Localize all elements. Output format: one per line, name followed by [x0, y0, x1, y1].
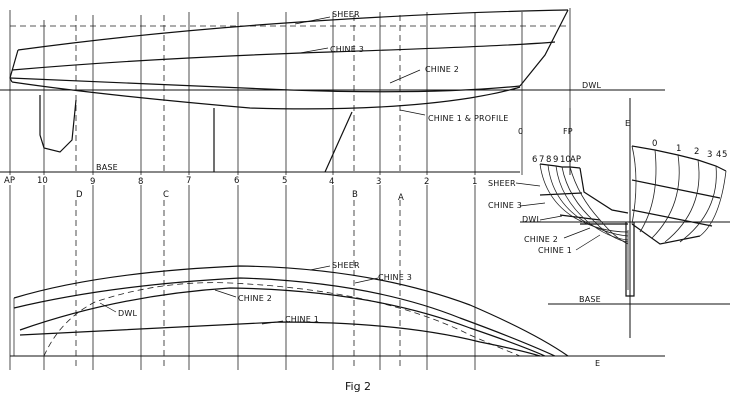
body-label-dwl: DWL: [522, 215, 541, 224]
body-aft-station: AP: [570, 155, 581, 165]
body-aft-station: 8: [546, 155, 551, 165]
plan-sheer-curve: [13, 265, 569, 357]
body-chine3-aft: [539, 192, 583, 196]
body-sheer-fwd: [631, 145, 727, 172]
body-label-chine3: CHINE 3: [488, 201, 522, 210]
forefoot-line: [324, 111, 353, 173]
body-label-chine2: CHINE 2: [524, 235, 558, 244]
body-fwd-station: 3: [707, 150, 712, 160]
plan-view: SHEER CHINE 3 CHINE 2 DWL CHINE 1 E: [9, 185, 665, 370]
sheer-curve: [17, 9, 569, 51]
label-zero: 0: [518, 127, 523, 136]
station-lines: [9, 8, 571, 175]
plan-chine3-curve: [13, 277, 556, 357]
body-aft-station: 7: [539, 155, 544, 165]
plan-label-chine2: CHINE 2: [238, 294, 272, 303]
body-chine3-fwd: [631, 179, 721, 199]
station-label: AP: [4, 176, 15, 186]
label-fp: FP: [563, 127, 573, 136]
label-chine1-profile: CHINE 1 & PROFILE: [428, 114, 509, 123]
body-aft-station: 6: [532, 155, 537, 165]
station-label: 7: [186, 176, 191, 186]
body-label-chine1: CHINE 1: [538, 246, 572, 255]
body-aft-station: 10: [560, 155, 571, 165]
station-label: 9: [90, 177, 95, 187]
body-label-sheer: SHEER: [488, 179, 516, 188]
body-fwd-station: 2: [694, 147, 699, 157]
body-sheer-aft: [539, 163, 581, 169]
plan-label-chine1: CHINE 1: [285, 315, 319, 324]
plan-dwl-curve: [43, 282, 521, 357]
station-label: 6: [234, 176, 239, 186]
profile-view: SHEER CHINE 3 CHINE 2 CHINE 1 & PROFILE …: [0, 8, 665, 175]
plan-letter-station-lines: [75, 200, 401, 370]
transom-line: [9, 49, 19, 83]
body-aft-station: 9: [553, 155, 558, 165]
label-sheer: SHEER: [332, 10, 360, 19]
plan-chine1-curve: [19, 321, 541, 357]
letter-station-label: C: [163, 190, 169, 200]
figure-caption: Fig 2: [345, 380, 371, 393]
letter-station-label: D: [76, 190, 83, 200]
letter-station-label: A: [398, 193, 404, 203]
body-chine1-fwd: [631, 223, 701, 245]
station-label: 10: [37, 176, 48, 186]
chine1-profile-curve: [11, 81, 521, 110]
stem-line: [519, 9, 569, 87]
station-label: 8: [138, 177, 143, 187]
chine3-curve: [11, 41, 556, 71]
body-fwd-station: 0: [652, 139, 657, 149]
plan-label-dwl: DWL: [118, 309, 137, 318]
body-chine2-fwd: [631, 209, 713, 227]
letter-station-lines: [75, 15, 401, 175]
station-label: 1: [472, 177, 477, 187]
body-fwd-station: 5: [722, 150, 727, 160]
label-chine2: CHINE 2: [425, 65, 459, 74]
station-number-row: AP 10 9 8 7 6 5 4 3 2 1 D C B A: [4, 176, 477, 203]
plan-label-centerline: E: [595, 359, 600, 368]
chine2-curve: [9, 77, 521, 93]
skeg-line: [39, 95, 77, 153]
body-label-base: BASE: [579, 295, 601, 304]
body-fwd-station: 1: [676, 144, 681, 154]
plan-station-lines: [9, 185, 476, 370]
label-base: BASE: [96, 163, 118, 172]
station-label: 3: [376, 177, 381, 187]
label-chine3: CHINE 3: [330, 45, 364, 54]
plan-label-sheer: SHEER: [332, 261, 360, 270]
station-label: 2: [424, 177, 429, 187]
station-label: 5: [282, 176, 287, 186]
station-label: 4: [329, 177, 334, 187]
label-body-center: E: [625, 119, 630, 128]
plan-chine2-curve: [19, 287, 546, 357]
body-plan: FP E: [488, 98, 730, 338]
label-dwl: DWL: [582, 81, 601, 90]
body-fwd-station: 4: [716, 150, 721, 160]
body-chine2-aft: [559, 214, 601, 221]
plan-label-chine3: CHINE 3: [378, 273, 412, 282]
letter-station-label: B: [352, 190, 358, 200]
body-keel-fin: [625, 222, 635, 297]
